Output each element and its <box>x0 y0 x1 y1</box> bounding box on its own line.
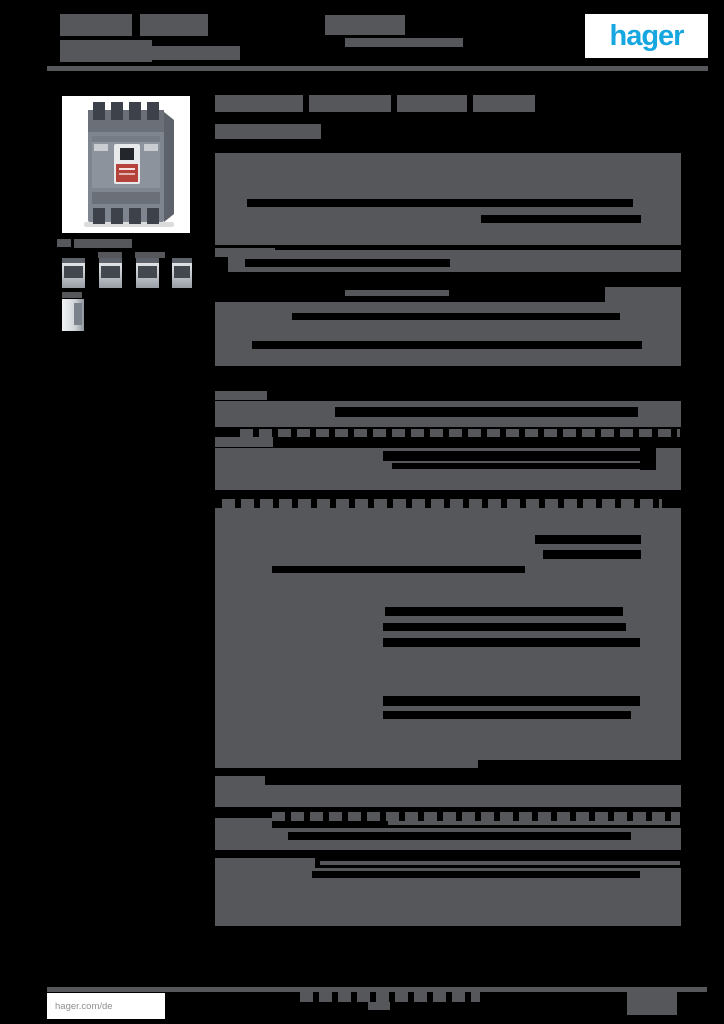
thumbnail-detail <box>100 266 121 278</box>
thumbnail-detail <box>62 258 85 264</box>
table-grid-gap <box>383 623 626 631</box>
thumbnail-detail <box>63 266 84 278</box>
redacted-heading-bar <box>309 95 391 112</box>
footer-url-link[interactable]: hager.com/de <box>55 1000 113 1012</box>
redacted-spec-table <box>215 508 681 760</box>
redacted-paragraph-block <box>215 302 681 366</box>
redacted-caption-bar <box>135 252 165 258</box>
redacted-text-bar <box>215 760 478 768</box>
redacted-caption-bar <box>62 292 82 298</box>
redacted-text-bar <box>388 821 680 825</box>
redacted-text-bar <box>320 861 680 865</box>
text-gap <box>252 341 642 349</box>
redacted-subheading-bar <box>215 124 321 139</box>
redacted-text-row <box>222 499 662 508</box>
redacted-row-block <box>215 868 681 880</box>
redacted-section-heading <box>215 818 272 828</box>
thumbnail-detail <box>136 258 159 264</box>
table-top-rule <box>215 485 681 490</box>
redacted-paragraph-block <box>215 880 681 926</box>
table-grid-gap <box>543 550 641 559</box>
redacted-text-row <box>240 429 680 437</box>
redacted-title-bar <box>96 46 240 60</box>
redacted-row-block <box>215 828 681 850</box>
redacted-heading-bar <box>215 95 303 112</box>
redacted-caption-bar <box>74 239 132 248</box>
header-divider <box>47 66 708 71</box>
footer-url-box: hager.com/de <box>47 993 165 1019</box>
accessory-thumbnail <box>136 258 159 288</box>
table-grid-gap <box>383 696 640 706</box>
text-gap <box>392 463 655 469</box>
redacted-section-heading <box>215 437 273 447</box>
redacted-row-block <box>215 401 681 427</box>
circuit-breaker-illustration <box>62 96 190 233</box>
thumbnail-detail <box>172 258 192 264</box>
redacted-footer-text <box>300 992 480 1002</box>
text-gap <box>288 832 631 840</box>
redacted-text-row <box>272 812 680 821</box>
table-grid-gap <box>272 566 525 573</box>
text-gap <box>481 215 641 223</box>
thumbnail-detail <box>99 258 122 264</box>
thumbnail-detail <box>137 266 158 278</box>
accessory-thumbnail <box>99 258 122 288</box>
redacted-text-bar <box>605 287 681 304</box>
text-gap <box>245 259 450 267</box>
accessory-thumbnail <box>62 258 85 288</box>
table-grid-gap <box>383 711 631 719</box>
text-gap <box>383 451 648 461</box>
product-photo <box>62 96 190 233</box>
text-gap <box>335 407 638 417</box>
text-gap <box>292 313 620 320</box>
table-grid-gap <box>383 638 640 647</box>
redacted-heading-bar <box>473 95 535 112</box>
footer-divider <box>47 987 707 992</box>
accessory-thumbnail <box>62 299 84 331</box>
redacted-row-block <box>228 250 681 272</box>
redacted-heading-bar <box>397 95 467 112</box>
redacted-footer-text <box>368 1002 390 1010</box>
redacted-caption-bar <box>57 239 71 247</box>
redacted-section-heading <box>215 858 315 868</box>
redacted-title-bar <box>325 15 405 35</box>
redacted-row-block <box>215 448 681 487</box>
redacted-section-heading <box>215 776 265 785</box>
redacted-section-heading <box>215 391 267 400</box>
table-grid-gap <box>535 535 641 544</box>
redacted-row-block <box>215 785 681 807</box>
redacted-title-bar <box>60 14 132 36</box>
redacted-title-bar <box>140 14 208 36</box>
redacted-paragraph-block <box>215 153 681 245</box>
table-grid-gap <box>385 607 623 616</box>
redacted-footer-block <box>627 988 677 1015</box>
redacted-caption-bar <box>98 252 122 258</box>
thumbnail-detail <box>173 266 191 278</box>
redacted-subtitle-bar <box>345 38 463 47</box>
brand-logo: hager <box>585 14 708 58</box>
text-gap <box>640 448 656 470</box>
thumbnail-detail <box>74 302 82 326</box>
redacted-text-bar <box>345 290 449 296</box>
text-gap <box>247 199 633 207</box>
accessory-thumbnail <box>172 258 192 288</box>
brand-logo-text: hager <box>609 19 685 52</box>
text-gap <box>312 871 640 878</box>
